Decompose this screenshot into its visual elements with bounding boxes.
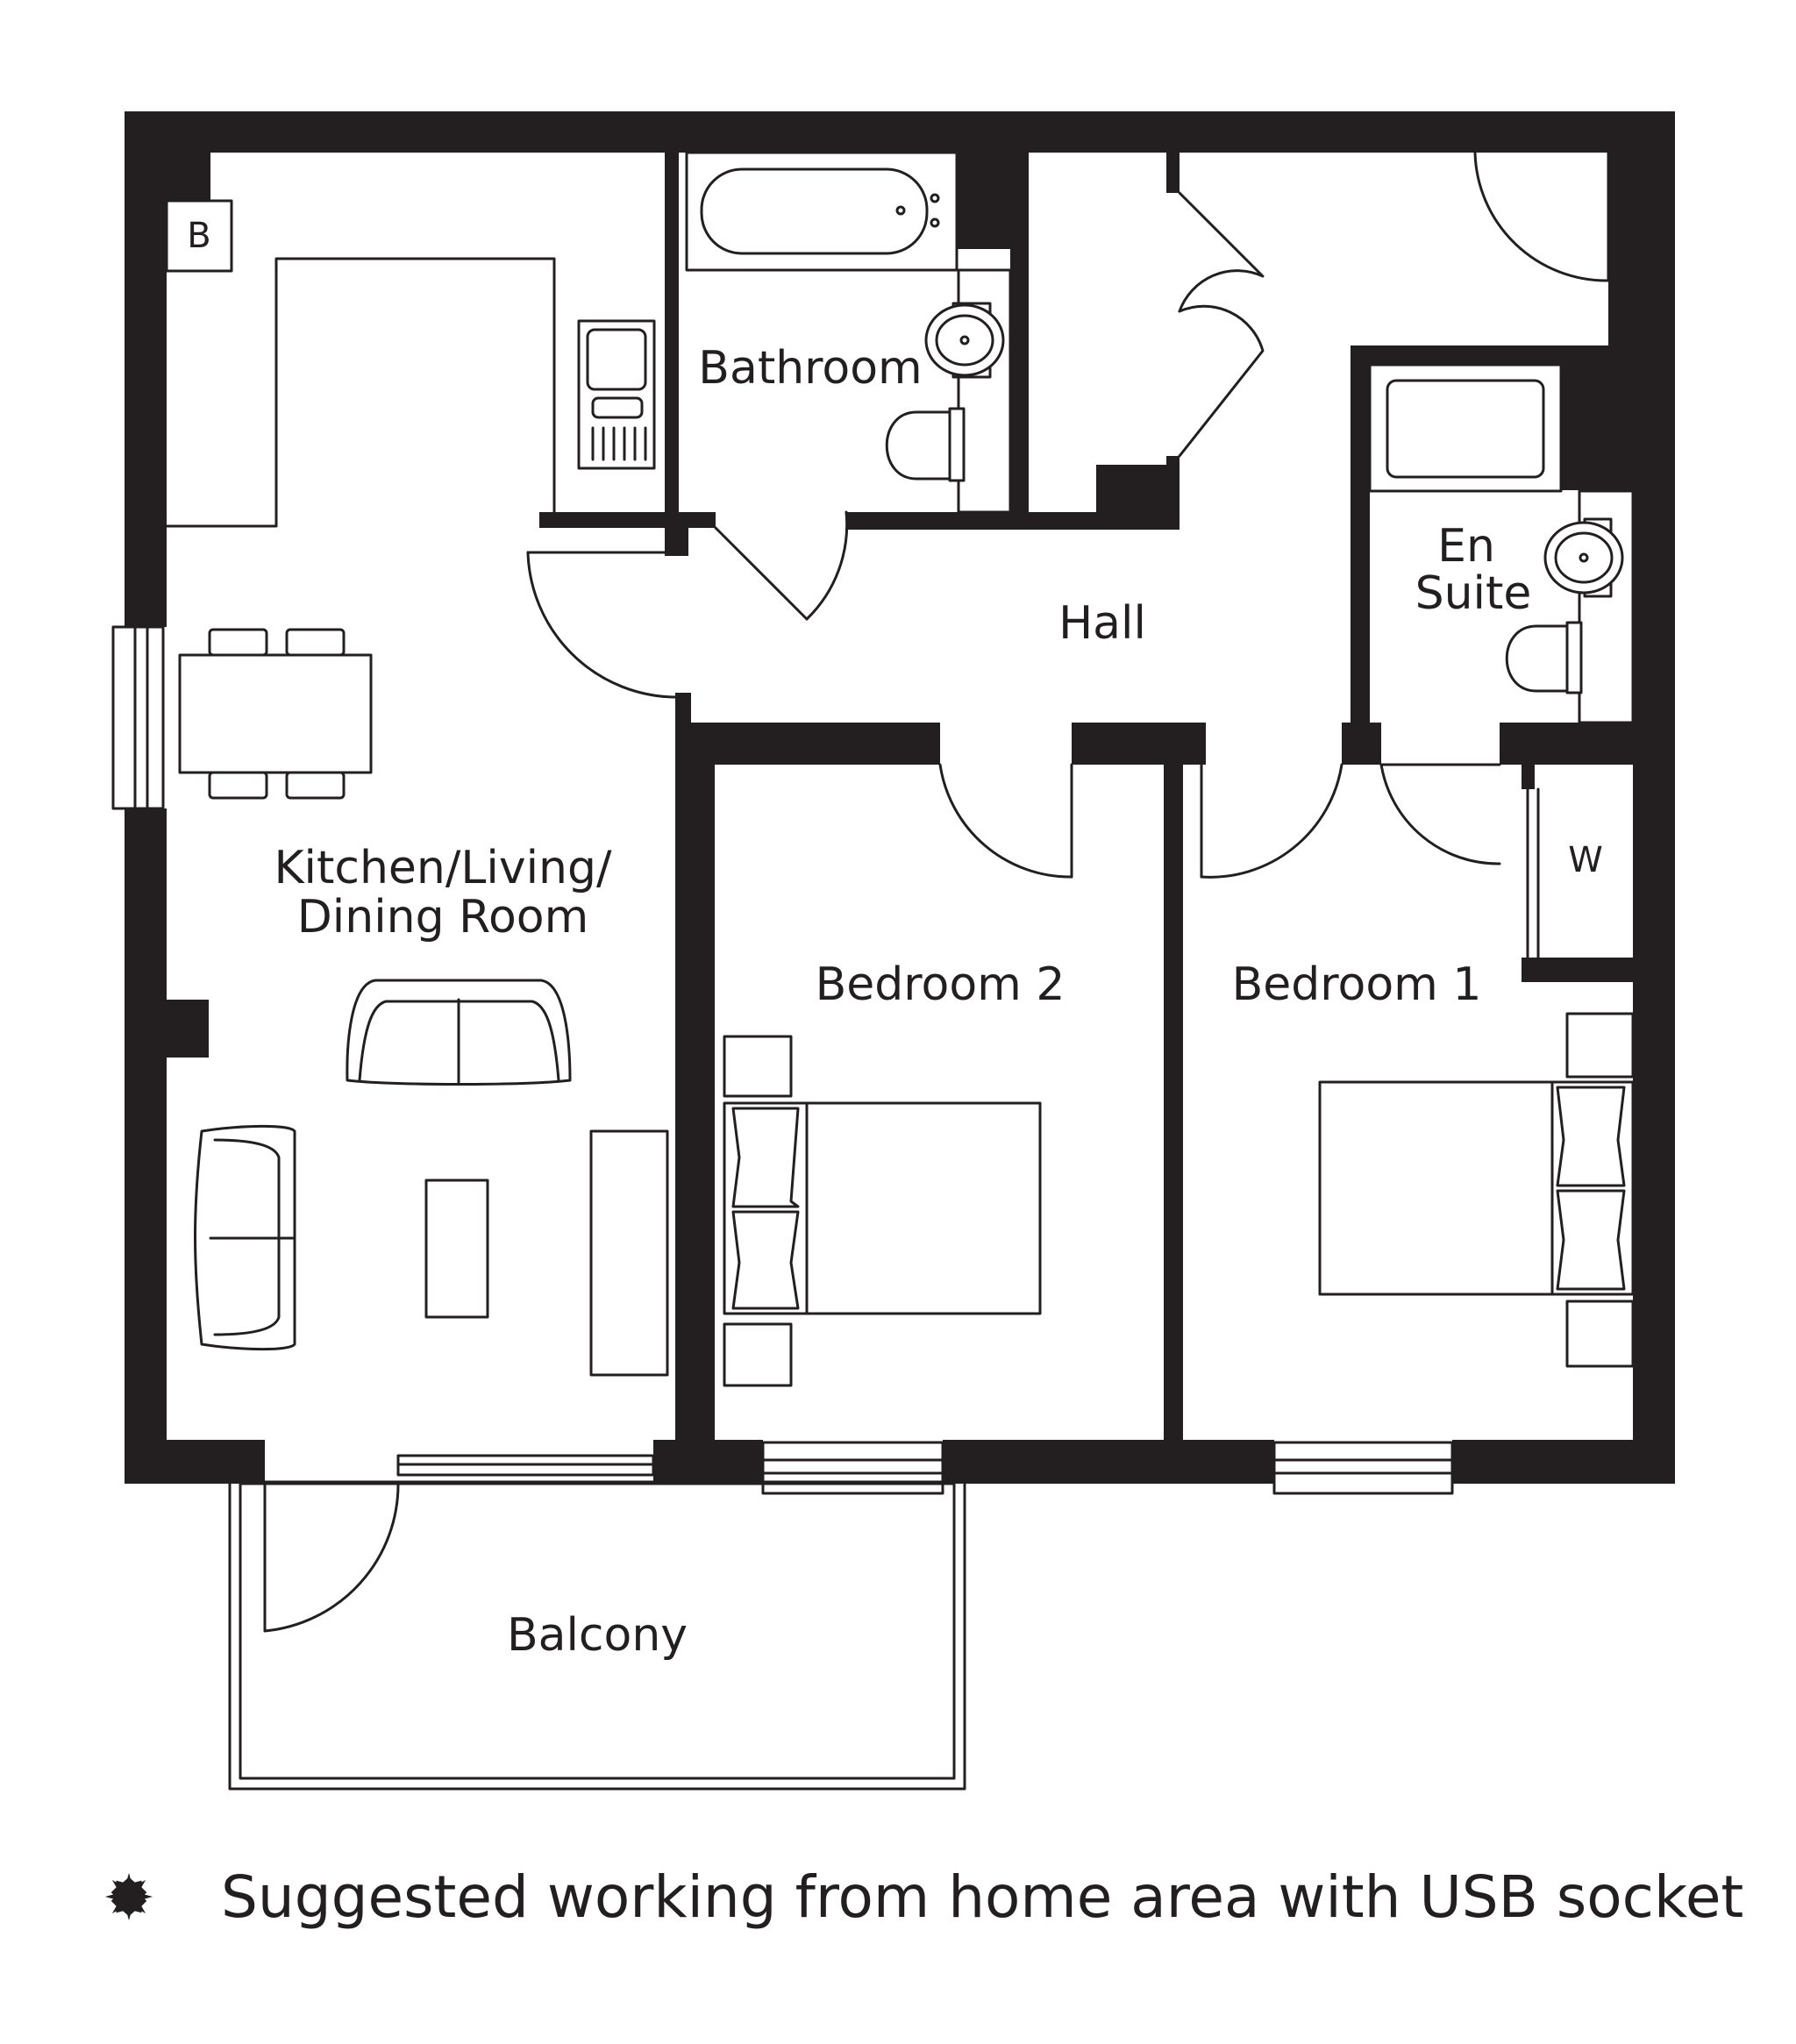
hall-label: Hall (1058, 597, 1146, 650)
balcony-label: Balcony (507, 1609, 688, 1662)
kitchen-label-line1: Kitchen/Living/ (274, 842, 612, 894)
bathroom-label: Bathroom (698, 342, 922, 395)
legend: Suggested working from home area with US… (103, 1857, 1743, 1936)
balcony (228, 1480, 966, 1791)
bedroom1-furniture (1318, 1012, 1635, 1368)
ensuite-bath-icon (1386, 379, 1545, 479)
bathroom-fittings (685, 151, 1012, 514)
ensuite-basin-icon (1543, 517, 1624, 598)
star-burst-icon (104, 1872, 153, 1921)
room-labels: Bathroom Hall En Suite Kitchen/Living/ D… (274, 342, 1602, 1662)
bedroom2-furniture (723, 1035, 1042, 1387)
boiler-label: B (187, 216, 210, 256)
en-suite-label-line2: Suite (1415, 567, 1532, 620)
coffee-table-icon (424, 1179, 489, 1319)
en-suite-label-line1: En (1437, 520, 1495, 573)
doors (263, 151, 1610, 1633)
kitchen-sink-icon (577, 319, 656, 470)
bath-icon (700, 167, 929, 255)
legend-text: Suggested working from home area with US… (221, 1862, 1744, 1931)
ensuite-toilet-icon (1505, 621, 1583, 694)
kitchen-fittings: B (165, 199, 669, 1377)
ensuite-fittings (1368, 363, 1635, 724)
kitchen-label-line2: Dining Room (297, 891, 588, 944)
sofa-icon (346, 979, 572, 1086)
dining-table-icon (178, 628, 373, 800)
bedroom2-label: Bedroom 2 (816, 958, 1065, 1011)
walls (125, 111, 1675, 1484)
tv-unit-icon (589, 1129, 669, 1377)
toilet-icon (885, 407, 966, 482)
wardrobe-label: W (1568, 840, 1603, 880)
side-sofa-icon (194, 1124, 296, 1351)
floor-plan: B (111, 111, 1675, 1791)
bedroom1-label: Bedroom 1 (1232, 958, 1482, 1011)
basin-icon (924, 302, 1005, 379)
